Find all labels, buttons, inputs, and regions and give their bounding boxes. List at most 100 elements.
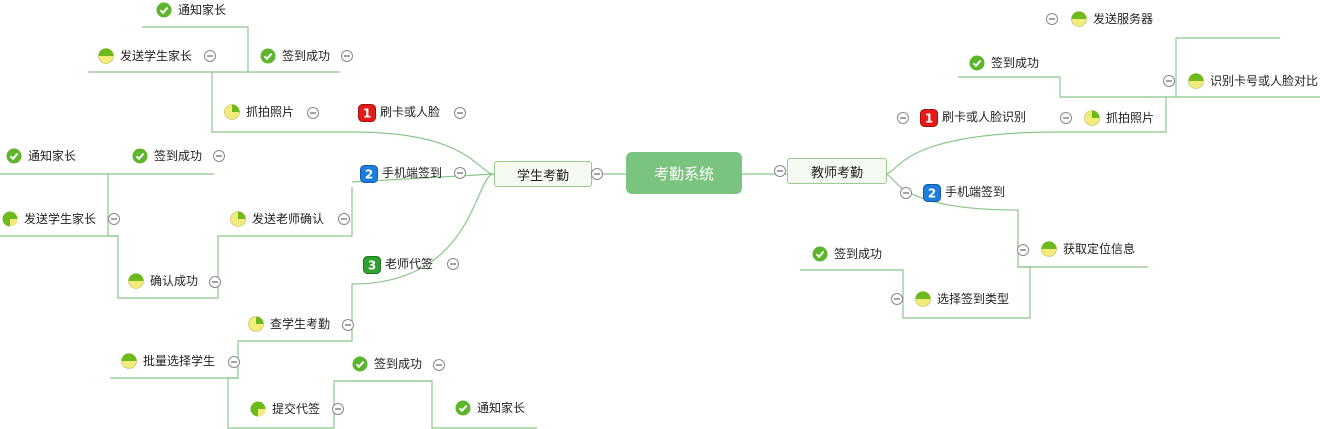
node-label: 获取定位信息: [1063, 242, 1136, 256]
minus-circle-icon[interactable]: [108, 213, 120, 225]
student-attendance-node[interactable]: 学生考勤: [494, 161, 592, 187]
node-s-check-att[interactable]: 查学生考勤: [248, 313, 330, 335]
half-pie-icon: [121, 353, 137, 369]
node-label: 发送学生家长: [120, 49, 193, 63]
node-label: 刷卡或人脸识别: [942, 110, 1027, 124]
badge-text: 2: [365, 168, 373, 182]
node-s-mobile[interactable]: 2 手机端签到: [360, 162, 442, 184]
half-pie-icon: [1071, 11, 1087, 27]
node-t-send-server[interactable]: 发送服务器: [1071, 8, 1153, 30]
badge-text: 3: [368, 259, 376, 273]
check-icon: [156, 2, 172, 18]
node-label: 抓拍照片: [246, 105, 295, 119]
check-icon: [812, 246, 828, 262]
minus-circle-icon[interactable]: [591, 168, 603, 180]
node-t-recognize[interactable]: 识别卡号或人脸对比: [1188, 70, 1318, 92]
node-s-success-top[interactable]: 签到成功: [260, 45, 330, 67]
node-label: 手机端签到: [382, 166, 443, 180]
check-icon: [6, 148, 22, 164]
check-icon: [352, 356, 368, 372]
node-label: 确认成功: [150, 274, 199, 288]
minus-circle-icon[interactable]: [204, 50, 216, 62]
minus-circle-icon[interactable]: [433, 359, 445, 371]
node-s-b-success[interactable]: 签到成功: [352, 353, 422, 375]
node-label: 签到成功: [834, 247, 883, 261]
minus-circle-icon[interactable]: [332, 403, 344, 415]
minus-circle-icon[interactable]: [447, 258, 459, 270]
node-s-submit[interactable]: 提交代签: [250, 398, 320, 420]
priority-2-icon: 2: [923, 184, 941, 202]
node-s-l2-success[interactable]: 签到成功: [132, 145, 202, 167]
node-s-batch[interactable]: 批量选择学生: [121, 350, 215, 372]
quarter-pie-icon: [1084, 110, 1100, 126]
minus-circle-icon[interactable]: [774, 165, 786, 177]
node-label: 发送服务器: [1093, 12, 1154, 26]
quarter-pie-icon: [248, 316, 264, 332]
node-label: 签到成功: [991, 56, 1040, 70]
node-t-location[interactable]: 获取定位信息: [1041, 238, 1135, 260]
node-label: 签到成功: [374, 357, 423, 371]
node-s-l2-send-parent[interactable]: 发送学生家长: [2, 208, 96, 230]
minus-circle-icon[interactable]: [341, 50, 353, 62]
node-s-teacher-sub[interactable]: 3 老师代签: [363, 253, 433, 275]
teacher-attendance-node[interactable]: 教师考勤: [787, 158, 887, 184]
quarter-pie-icon: [224, 104, 240, 120]
node-s-send-parent[interactable]: 发送学生家长: [98, 45, 192, 67]
node-s-send-teacher[interactable]: 发送老师确认: [230, 208, 324, 230]
teacher-attendance-label: 教师考勤: [810, 165, 863, 181]
minus-circle-icon[interactable]: [1017, 244, 1029, 256]
root-label: 考勤系统: [653, 164, 714, 183]
priority-3-icon: 3: [363, 256, 381, 274]
node-s-photo[interactable]: 抓拍照片: [224, 101, 294, 123]
node-s-swipe[interactable]: 1 刷卡或人脸: [358, 101, 440, 123]
half-pie-icon: [128, 273, 144, 289]
minus-circle-icon[interactable]: [454, 107, 466, 119]
minus-circle-icon[interactable]: [1163, 75, 1175, 87]
check-icon: [132, 148, 148, 164]
minus-circle-icon[interactable]: [209, 276, 221, 288]
node-label: 通知家长: [178, 3, 227, 17]
priority-2-icon: 2: [360, 165, 378, 183]
node-t-swipe[interactable]: 1 刷卡或人脸识别: [920, 106, 1026, 128]
node-label: 手机端签到: [945, 185, 1006, 199]
three-quarter-pie-icon: [250, 401, 266, 417]
minus-circle-icon[interactable]: [1046, 13, 1058, 25]
node-s-confirm-ok[interactable]: 确认成功: [128, 270, 198, 292]
node-label: 批量选择学生: [143, 354, 216, 368]
student-attendance-label: 学生考勤: [516, 168, 569, 184]
node-label: 通知家长: [477, 401, 526, 415]
node-label: 老师代签: [385, 257, 434, 271]
node-label: 发送学生家长: [24, 212, 97, 226]
node-s-l2-notify[interactable]: 通知家长: [6, 145, 76, 167]
node-label: 发送老师确认: [252, 212, 325, 226]
node-t-success-b[interactable]: 签到成功: [812, 243, 882, 265]
check-icon: [260, 48, 276, 64]
three-quarter-pie-icon: [2, 211, 18, 227]
node-s-notify-top[interactable]: 通知家长: [156, 0, 226, 21]
badge-text: 1: [925, 112, 933, 126]
node-t-select-type[interactable]: 选择签到类型: [915, 288, 1009, 310]
node-t-success-top[interactable]: 签到成功: [969, 52, 1039, 74]
node-t-mobile[interactable]: 2 手机端签到: [923, 181, 1005, 203]
minus-circle-icon[interactable]: [213, 150, 225, 162]
minus-circle-icon[interactable]: [307, 107, 319, 119]
minus-circle-icon[interactable]: [1060, 112, 1072, 124]
minus-circle-icon[interactable]: [338, 213, 350, 225]
minus-circle-icon[interactable]: [900, 187, 912, 199]
minus-circle-icon[interactable]: [454, 167, 466, 179]
root-node[interactable]: 考勤系统: [626, 152, 742, 194]
badge-text: 1: [363, 107, 371, 121]
node-t-photo[interactable]: 抓拍照片: [1084, 107, 1154, 129]
minus-circle-icon[interactable]: [897, 112, 909, 124]
minus-circle-icon[interactable]: [342, 319, 354, 331]
node-label: 提交代签: [272, 402, 321, 416]
half-pie-icon: [98, 48, 114, 64]
badge-text: 2: [928, 187, 936, 201]
minus-circle-icon[interactable]: [228, 356, 240, 368]
minus-circle-icon[interactable]: [891, 293, 903, 305]
check-icon: [455, 400, 471, 416]
node-s-b-notify[interactable]: 通知家长: [455, 397, 525, 419]
half-pie-icon: [1041, 241, 1057, 257]
check-icon: [969, 55, 985, 71]
